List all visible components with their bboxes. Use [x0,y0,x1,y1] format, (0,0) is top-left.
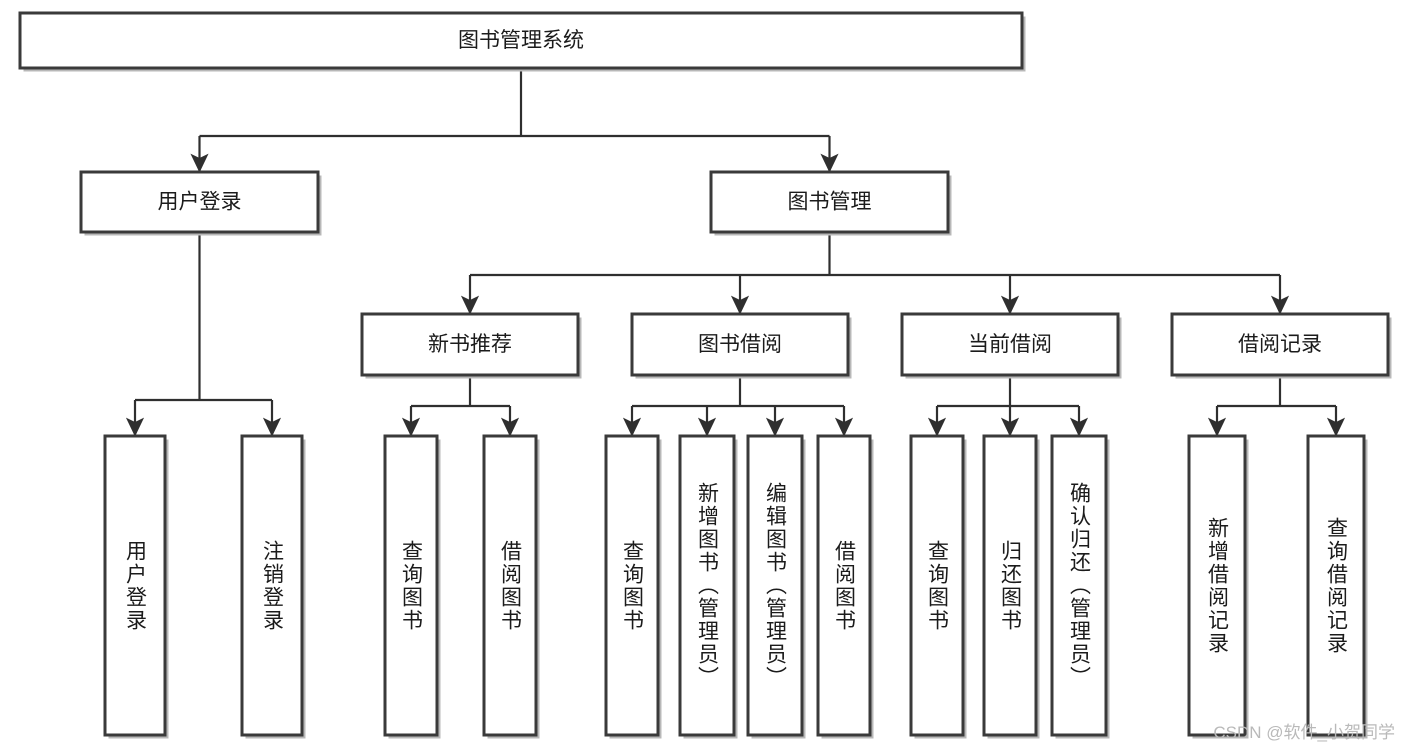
node-l2-box-0[interactable] [79,170,320,234]
leaf-box-book_borrow-1[interactable] [678,434,736,737]
connector-lines-group [125,68,1346,437]
leaf-box-book_borrow-3[interactable] [816,434,872,737]
node-l3-box-1[interactable] [630,312,850,377]
leaf-box-new_book_recommend-0[interactable] [383,434,439,737]
node-boxes-group [18,11,1392,739]
node-l3-label-2: 当前借阅 [968,333,1052,356]
node-l3-box-2[interactable] [900,312,1120,377]
node-l3-label-3: 借阅记录 [1238,333,1322,356]
leaf-box-borrow_record-1[interactable] [1306,434,1366,737]
node-root-box[interactable] [18,11,1024,70]
node-l2-label-0: 用户登录 [158,191,242,214]
leaf-box-borrow_record-0[interactable] [1187,434,1247,737]
node-l3-label-0: 新书推荐 [428,333,512,356]
leaf-box-current_borrow-0[interactable] [909,434,965,737]
node-root-label: 图书管理系统 [458,29,584,52]
leaf-box-user_login-0[interactable] [103,434,167,737]
node-l3-box-3[interactable] [1170,312,1390,377]
leaf-box-current_borrow-1[interactable] [982,434,1038,737]
leaf-box-book_borrow-2[interactable] [746,434,804,737]
leaf-box-new_book_recommend-1[interactable] [482,434,538,737]
leaf-box-book_borrow-0[interactable] [604,434,660,737]
node-l2-label-1: 图书管理 [788,191,872,214]
leaf-box-current_borrow-2[interactable] [1050,434,1108,737]
node-l3-label-1: 图书借阅 [698,333,782,356]
node-l3-box-0[interactable] [360,312,580,377]
leaf-box-user_login-1[interactable] [240,434,304,737]
csdn-watermark: CSDN @软件_小贺同学 [1213,723,1395,742]
node-l2-box-1[interactable] [709,170,950,234]
